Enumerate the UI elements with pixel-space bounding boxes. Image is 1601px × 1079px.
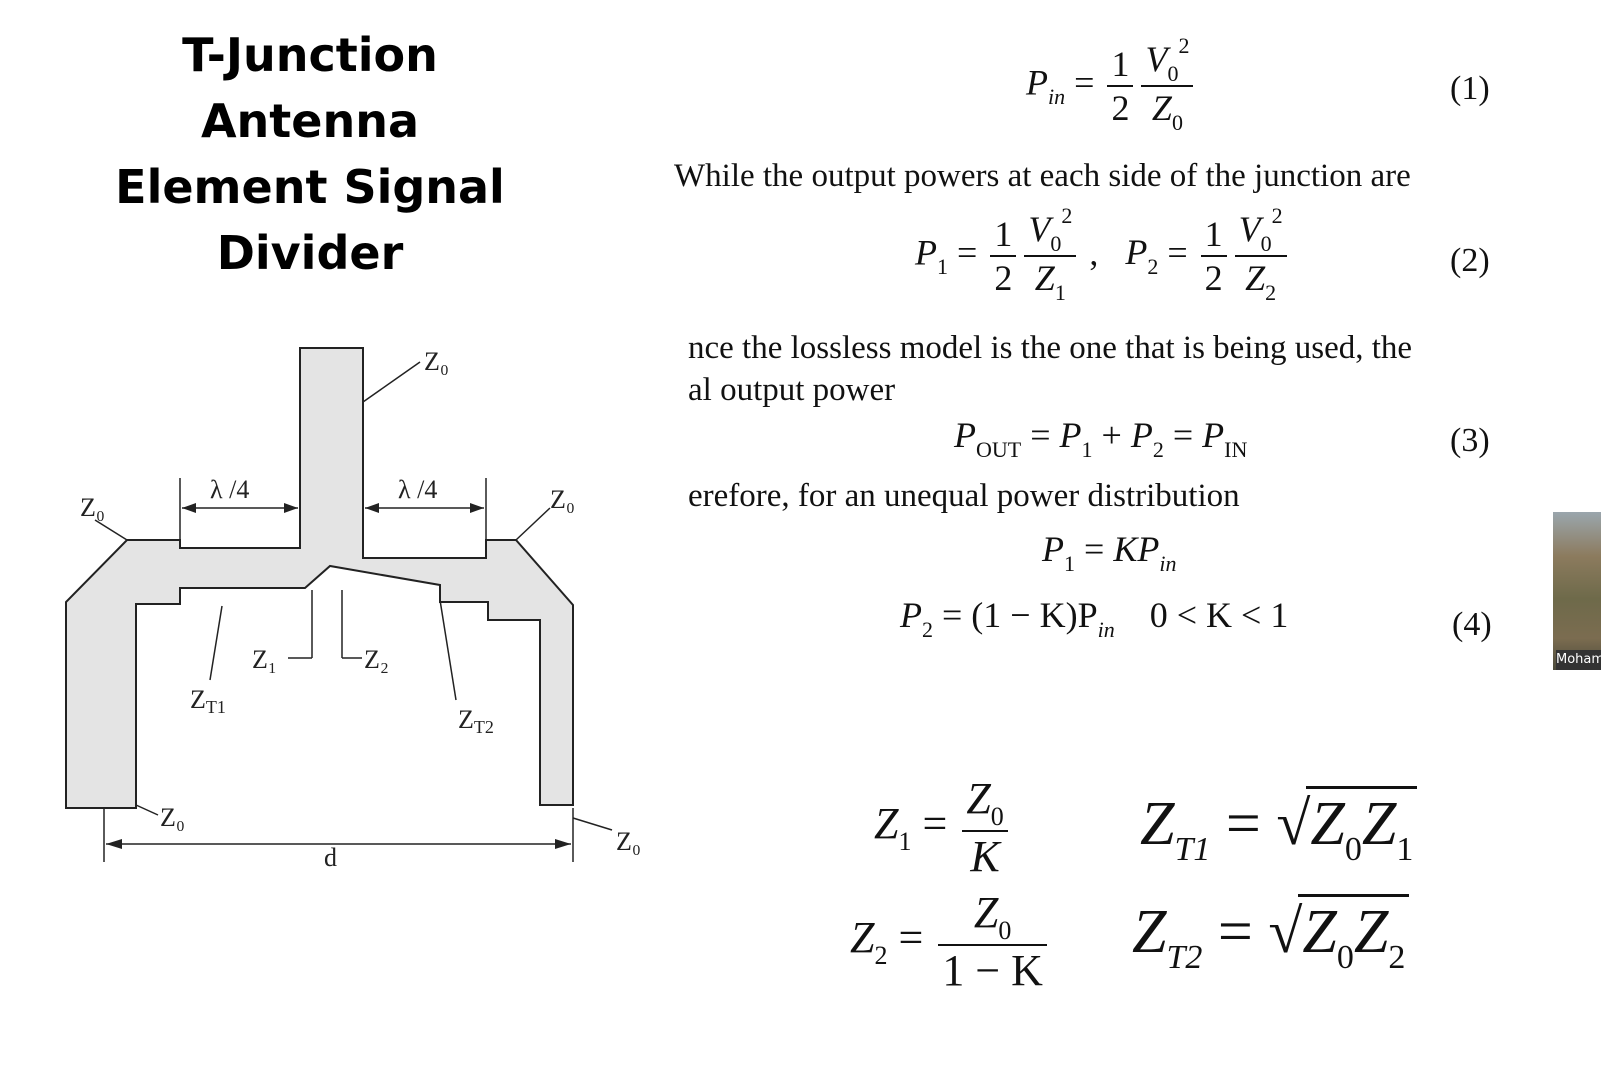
equation-3: POUT = P1 + P2 = PIN	[954, 415, 1248, 462]
t-junction-diagram: Z₀ Z₀ Z₀ λ /4 λ /4 Z₁ Z₂ ZT1 ZT2 Z₀ Z₀ d	[65, 347, 641, 870]
label-z0-top: Z₀	[424, 347, 449, 376]
text-total-output: al output power	[688, 372, 896, 408]
label-z1: Z₁	[252, 645, 277, 674]
title-line-1: T-Junction	[182, 28, 438, 82]
equation-3-number: (3)	[1450, 422, 1490, 459]
slide-title: T-Junction Antenna Element Signal Divide…	[100, 22, 520, 286]
label-z2: Z₂	[364, 645, 389, 674]
title-line-3: Element Signal	[115, 160, 505, 214]
equation-4-number: (4)	[1452, 606, 1492, 643]
participant-name-label: Moham	[1556, 650, 1601, 670]
equation-2-number: (2)	[1450, 242, 1490, 279]
label-lambda-right: λ /4	[398, 475, 437, 504]
equation-4b: P2 = (1 − K)Pin 0 < K < 1	[900, 595, 1289, 642]
label-z0-left: Z₀	[80, 493, 105, 522]
label-lambda-left: λ /4	[210, 475, 249, 504]
equation-1-number: (1)	[1450, 70, 1490, 107]
zt2-definition: ZT2 = √Z0Z2	[1132, 894, 1410, 976]
label-z0-bottom-right: Z₀	[616, 827, 641, 856]
title-line-2: Antenna	[200, 94, 420, 148]
text-lossless-model: nce the lossless model is the one that i…	[688, 330, 1413, 366]
label-z0-bottom-left: Z₀	[160, 803, 185, 832]
title-line-4: Divider	[216, 226, 404, 280]
participant-video-tile[interactable]	[1553, 512, 1601, 670]
text-output-powers: While the output powers at each side of …	[674, 158, 1411, 194]
text-unequal-distribution: erefore, for an unequal power distributi…	[688, 478, 1240, 514]
label-d: d	[324, 843, 337, 870]
equation-4a: P1 = KPin	[1042, 529, 1177, 576]
zt1-definition: ZT1 = √Z0Z1	[1140, 786, 1418, 868]
label-z0-right: Z₀	[550, 485, 575, 514]
microstrip-trace	[65, 347, 574, 809]
label-zt2: ZT2	[458, 705, 494, 737]
label-zt1: ZT1	[190, 685, 226, 717]
